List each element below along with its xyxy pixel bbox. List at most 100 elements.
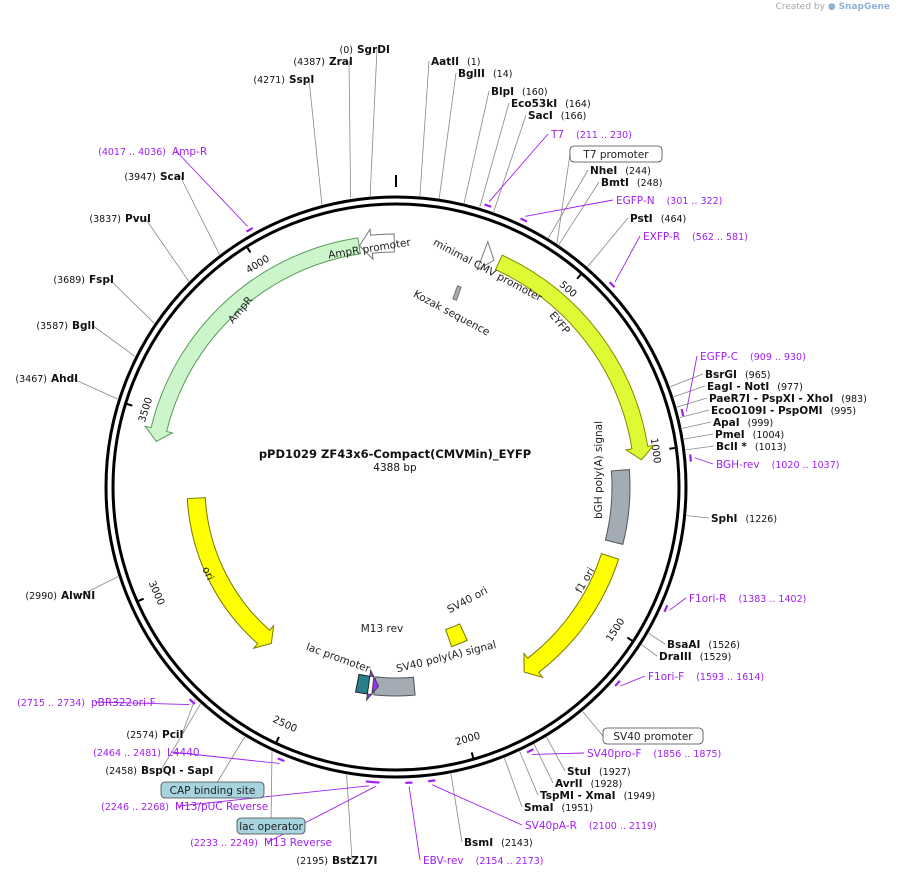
site-bgli[interactable]: (3587)BglI (36, 320, 95, 332)
site-leader (685, 445, 715, 451)
site-eco53ki[interactable]: Eco53kI(164) (511, 98, 591, 110)
site-fspi[interactable]: (3689)FspI (53, 274, 113, 286)
feature-f1-ori[interactable] (523, 553, 620, 679)
primer-exfp-r[interactable]: EXFP-R(562 .. 581) (643, 231, 748, 243)
feature-m13-rev[interactable] (365, 668, 380, 702)
site-bsmi[interactable]: BsmI(2143) (464, 837, 533, 849)
site-bspqi-sapi[interactable]: (2458) BspQI - SapI (105, 765, 213, 777)
site-leader (348, 60, 352, 199)
primer-t7[interactable]: T7(211 .. 230) (550, 129, 632, 141)
site-sgrdi[interactable]: (0)SgrDI (340, 44, 390, 56)
site-smai[interactable]: SmaI(1951) (524, 802, 593, 814)
features[interactable] (144, 227, 655, 702)
site-bstz17i[interactable]: (2195)BstZ17I (296, 855, 377, 867)
site-name: PaeR7I - PspXI - XhoI (709, 393, 833, 405)
site-stui[interactable]: StuI(1927) (567, 766, 631, 778)
primer-ebv-rev[interactable]: EBV-rev(2154 .. 2173) (423, 855, 544, 867)
site-draiii[interactable]: DraIII(1529) (659, 651, 731, 663)
site-name: PciI (162, 729, 183, 741)
primer-pbr322ori-f[interactable]: (2715 .. 2734)pBR322ori-F (17, 697, 156, 709)
site-pcii[interactable]: (2574)PciI (126, 729, 183, 741)
site-apai[interactable]: ApaI(999) (713, 417, 773, 429)
site-zrai[interactable]: (4387)ZraI (293, 56, 352, 68)
boxed-label-sv40-promoter[interactable]: SV40 promoter (602, 727, 704, 745)
primer-leader (432, 784, 523, 826)
site-position: (1529) (700, 652, 732, 663)
boxed-label-box (602, 727, 704, 745)
primer-egfp-c[interactable]: EGFP-C(909 .. 930) (700, 351, 806, 363)
boxed-label-box (569, 145, 663, 163)
site-paer7i-pspxi-xhoi[interactable]: PaeR7I - PspXI - XhoI(983) (709, 393, 867, 405)
site-ahdi[interactable]: (3467)AhdI (15, 373, 78, 385)
site-scai[interactable]: (3947)ScaI (124, 171, 184, 183)
primer-name: Amp-R (172, 146, 207, 158)
site-name: BstZ17I (332, 855, 377, 867)
primer-range: (2246 .. 2268) (101, 802, 169, 813)
tick-2000 (470, 752, 475, 760)
site-position: (1226) (745, 514, 777, 525)
site-bsaai[interactable]: BsaAI(1526) (667, 639, 740, 651)
boxed-label-leader (556, 153, 571, 244)
feature-ampr[interactable] (144, 237, 361, 443)
site-position: (3837) (89, 214, 121, 225)
feature-eyfp[interactable] (494, 254, 655, 461)
tick-label-1000: 1000 (648, 437, 662, 464)
site-pmei[interactable]: PmeI(1004) (715, 429, 784, 441)
feature-ampr-promoter[interactable] (358, 227, 395, 261)
primer-f1ori-r[interactable]: F1ori-R(1383 .. 1402) (689, 593, 806, 605)
feature-lac-promoter[interactable] (354, 673, 371, 695)
feature-minimal-cmv-promoter[interactable] (476, 240, 495, 271)
primer-name: EBV-rev (423, 855, 464, 867)
primer-bgh-rev[interactable]: BGH-rev(1020 .. 1037) (716, 459, 839, 471)
primer-egfp-n[interactable]: EGFP-N(301 .. 322) (616, 195, 722, 207)
site-tspmi-xmai[interactable]: TspMI - XmaI(1949) (540, 790, 655, 802)
site-name: BmtI (601, 177, 629, 189)
site-nhei[interactable]: NheI(244) (590, 165, 651, 177)
site-position: (1) (467, 57, 480, 68)
primer-m13-reverse[interactable]: (2233 .. 2249)M13 Reverse (190, 837, 332, 849)
site-name: AlwNI (61, 590, 95, 602)
boxed-label-cap-binding-site[interactable]: CAP binding site (160, 781, 265, 799)
site-sphi[interactable]: SphI(1226) (711, 513, 777, 525)
site-name: BspQI - SapI (141, 765, 213, 777)
site-name: ZraI (329, 56, 353, 68)
site-blpi[interactable]: BlpI(160) (491, 86, 548, 98)
site-bsrgi[interactable]: BsrGI(965) (705, 369, 771, 381)
backbone (104, 175, 688, 779)
primer-m13-puc-reverse[interactable]: (2246 .. 2268)M13/pUC Reverse (101, 801, 268, 813)
site-saci[interactable]: SacI(166) (528, 110, 586, 122)
boxed-label-lac-operator[interactable]: lac operator (236, 817, 306, 835)
primer-leader (694, 457, 714, 465)
boxed-label-leader (582, 711, 604, 737)
primer-mark (365, 780, 373, 784)
site-alwni[interactable]: (2990)AlwNI (25, 590, 95, 602)
feature-bgh-poly-a-signal[interactable] (604, 469, 631, 545)
primer-sv40pro-f[interactable]: SV40pro-F(1856 .. 1875) (587, 748, 721, 760)
site-avrii[interactable]: AvrII(1928) (555, 778, 622, 790)
site-leader (160, 703, 201, 771)
site-position: (1013) (755, 442, 787, 453)
site-bcli[interactable]: BclI *(1013) (716, 441, 786, 453)
primer-l4440[interactable]: (2464 .. 2481)L4440 (93, 747, 199, 759)
site-aatii[interactable]: AatII(1) (431, 56, 481, 68)
tick-3000 (136, 597, 145, 603)
boxed-label-t7-promoter[interactable]: T7 promoter (569, 145, 663, 163)
primer-sv40pa-r[interactable]: SV40pA-R(2100 .. 2119) (525, 820, 657, 832)
feature-ori[interactable] (186, 497, 275, 650)
site-sspi[interactable]: (4271)SspI (253, 74, 314, 86)
site-name: Eco53kI (511, 98, 557, 110)
primer-f1ori-f[interactable]: F1ori-F(1593 .. 1614) (648, 671, 764, 683)
site-eagi-noti[interactable]: EagI - NotI(977) (707, 381, 803, 393)
site-position: (160) (522, 87, 548, 98)
site-position: (2458) (105, 766, 137, 777)
site-bmti[interactable]: BmtI(248) (601, 177, 662, 189)
feature-label-lac-promoter: lac promoter (304, 641, 372, 675)
primer-leader (669, 597, 687, 611)
site-psti[interactable]: PstI(464) (630, 213, 686, 225)
feature-sv40-ori[interactable] (445, 623, 468, 648)
site-ecoo109i-pspomi[interactable]: EcoO109I - PspOMI(995) (711, 405, 856, 417)
primer-amp-r[interactable]: (4017 .. 4036)Amp-R (98, 146, 207, 158)
feature-sv40-poly-a-signal[interactable] (373, 676, 416, 697)
site-bglii[interactable]: BglII(14) (458, 68, 512, 80)
site-pvui[interactable]: (3837)PvuI (89, 213, 151, 225)
